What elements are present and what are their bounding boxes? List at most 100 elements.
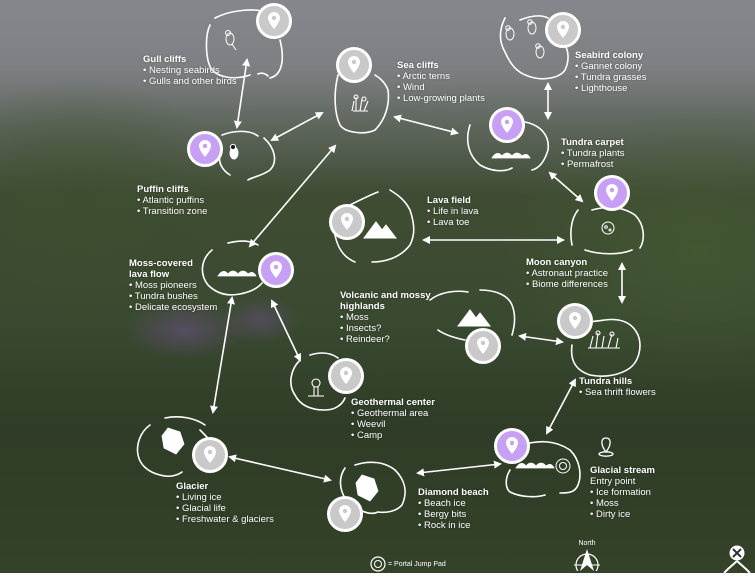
seabirds-icon [505, 19, 545, 59]
pin-tundra-hills[interactable] [557, 303, 593, 339]
location-bullet: Gannet colony [575, 61, 646, 72]
location-bullet: Biome differences [526, 279, 608, 290]
pin-sea-cliffs[interactable] [336, 47, 372, 83]
location-pin-icon [606, 184, 618, 201]
location-illustrations [161, 19, 620, 502]
location-title: Lava field [427, 195, 471, 206]
outline-moon-canyon [570, 206, 645, 255]
pin-gull-cliffs[interactable] [256, 3, 292, 39]
arrow-seacliffs-tundracarpet [393, 114, 459, 136]
location-bullet: Living ice [176, 492, 274, 503]
location-bullet: Freshwater & glaciers [176, 514, 274, 525]
arrow-seacliffs-mosslava [248, 144, 337, 248]
arrow-mosslava-geothermal [270, 299, 302, 362]
location-title: Volcanic and mossy [340, 290, 431, 301]
location-title: Tundra carpet [561, 137, 624, 148]
outline-tundra-carpet [466, 121, 550, 172]
location-bullet: Insects? [340, 323, 431, 334]
arrow-diamond-glacialstream [416, 460, 502, 477]
outline-geothermal-center [290, 352, 346, 411]
location-pin-icon [569, 312, 581, 329]
ice-icon [161, 427, 185, 455]
location-bullet: Nesting seabirds [143, 65, 237, 76]
location-title: Geothermal center [351, 397, 435, 408]
pin-volcanic-highlands[interactable] [465, 328, 501, 364]
moon-icon [601, 221, 615, 235]
pin-puffin-cliffs[interactable] [187, 131, 223, 167]
pin-tundra-carpet[interactable] [489, 107, 525, 143]
location-pin-icon [506, 437, 518, 454]
pin-lava-field[interactable] [329, 204, 365, 240]
label-volcanic-highlands: Volcanic and mossy highlands Moss Insect… [340, 290, 431, 345]
location-title: Tundra hills [579, 376, 633, 387]
pin-glacial-stream[interactable] [494, 428, 530, 464]
location-pin-icon [339, 505, 351, 522]
label-diamond-beach: Diamond beach Beach ice Bergy bits Rock … [418, 487, 489, 531]
location-bullet: Permafrost [561, 159, 625, 170]
arrow-volcanic-tundrahills [518, 332, 564, 346]
legend: = Portal Jump Pad [370, 556, 446, 572]
location-bullet: Geothermal area [351, 408, 435, 419]
location-pin-icon [204, 446, 216, 463]
label-glacier: Glacier Living ice Glacial life Freshwat… [176, 481, 274, 525]
location-title: highlands [340, 301, 385, 312]
location-bullet: Bergy bits [418, 509, 489, 520]
arrow-gull-puffin [233, 58, 251, 129]
location-bullet: Lighthouse [575, 83, 646, 94]
moss-icon [217, 270, 257, 277]
label-glacial-stream: Glacial stream Entry point Ice formation… [590, 465, 655, 520]
location-bullet: Tundra bushes [129, 291, 217, 302]
location-pin-icon [348, 56, 360, 73]
plants-icon [351, 94, 369, 112]
outline-volcanic-highlands [429, 289, 516, 341]
location-bullet: Tundra grasses [575, 72, 647, 83]
pin-diamond-beach[interactable] [327, 496, 363, 532]
location-bullet: Dirty ice [590, 509, 655, 520]
location-bullet: Sea thrift flowers [579, 387, 656, 398]
pin-seabird-colony[interactable] [545, 12, 581, 48]
location-bullet: Tundra plants [561, 148, 625, 159]
pin-geothermal-center[interactable] [328, 358, 364, 394]
moss-icon [491, 152, 531, 159]
outline-puffin-cliffs [218, 130, 276, 181]
pin-moon-canyon[interactable] [594, 175, 630, 211]
location-bullet: Gulls and other birds [143, 76, 237, 87]
label-moon-canyon: Moon canyon Astronaut practice Biome dif… [526, 257, 608, 290]
location-bullet: Astronaut practice [526, 268, 608, 279]
arrow-tundrahills-glacialstream [546, 378, 576, 435]
mountain-icon [363, 221, 398, 239]
location-bullet: Delicate ecosystem [129, 302, 217, 313]
location-bullet: Moss pioneers [129, 280, 217, 291]
pin-moss-lava-flow[interactable] [258, 252, 294, 288]
location-bullet: Camp [351, 430, 435, 441]
arrow-puffin-seacliffs [270, 112, 324, 141]
location-title: lava flow [129, 269, 170, 280]
location-bullet: Atlantic puffins [137, 195, 207, 206]
pin-glacier[interactable] [192, 437, 228, 473]
location-title: Glacier [176, 481, 209, 492]
connection-arrows [210, 58, 626, 483]
outline-gull-cliffs [205, 9, 284, 79]
location-bullet: Life in lava [427, 206, 478, 217]
portal-jump-pad-icon [370, 556, 386, 572]
label-seabird-colony: Seabird colony Gannet colony Tundra gras… [575, 50, 646, 94]
location-pin-icon [199, 140, 211, 157]
outline-seabird-colony [499, 15, 569, 80]
compass: North [572, 540, 602, 577]
location-bullet: Transition zone [137, 206, 208, 217]
location-pin-icon [501, 116, 513, 133]
location-title: Seabird colony [575, 50, 644, 61]
location-bullet: Rock in ice [418, 520, 489, 531]
location-bullet: Ice formation [590, 487, 655, 498]
location-title: Glacial stream [590, 465, 655, 476]
location-title: Puffin cliffs [137, 184, 189, 195]
label-gull-cliffs: Gull cliffs Nesting seabirds Gulls and o… [143, 54, 237, 87]
location-title: Moon canyon [526, 257, 588, 268]
outline-tundra-hills [570, 318, 641, 377]
location-bullet: Glacial life [176, 503, 274, 514]
location-title: Sea cliffs [397, 60, 439, 71]
exit-button[interactable] [720, 543, 754, 574]
label-geothermal-center: Geothermal center Geothermal area Weevil… [351, 397, 435, 441]
location-pin-icon [341, 213, 353, 230]
